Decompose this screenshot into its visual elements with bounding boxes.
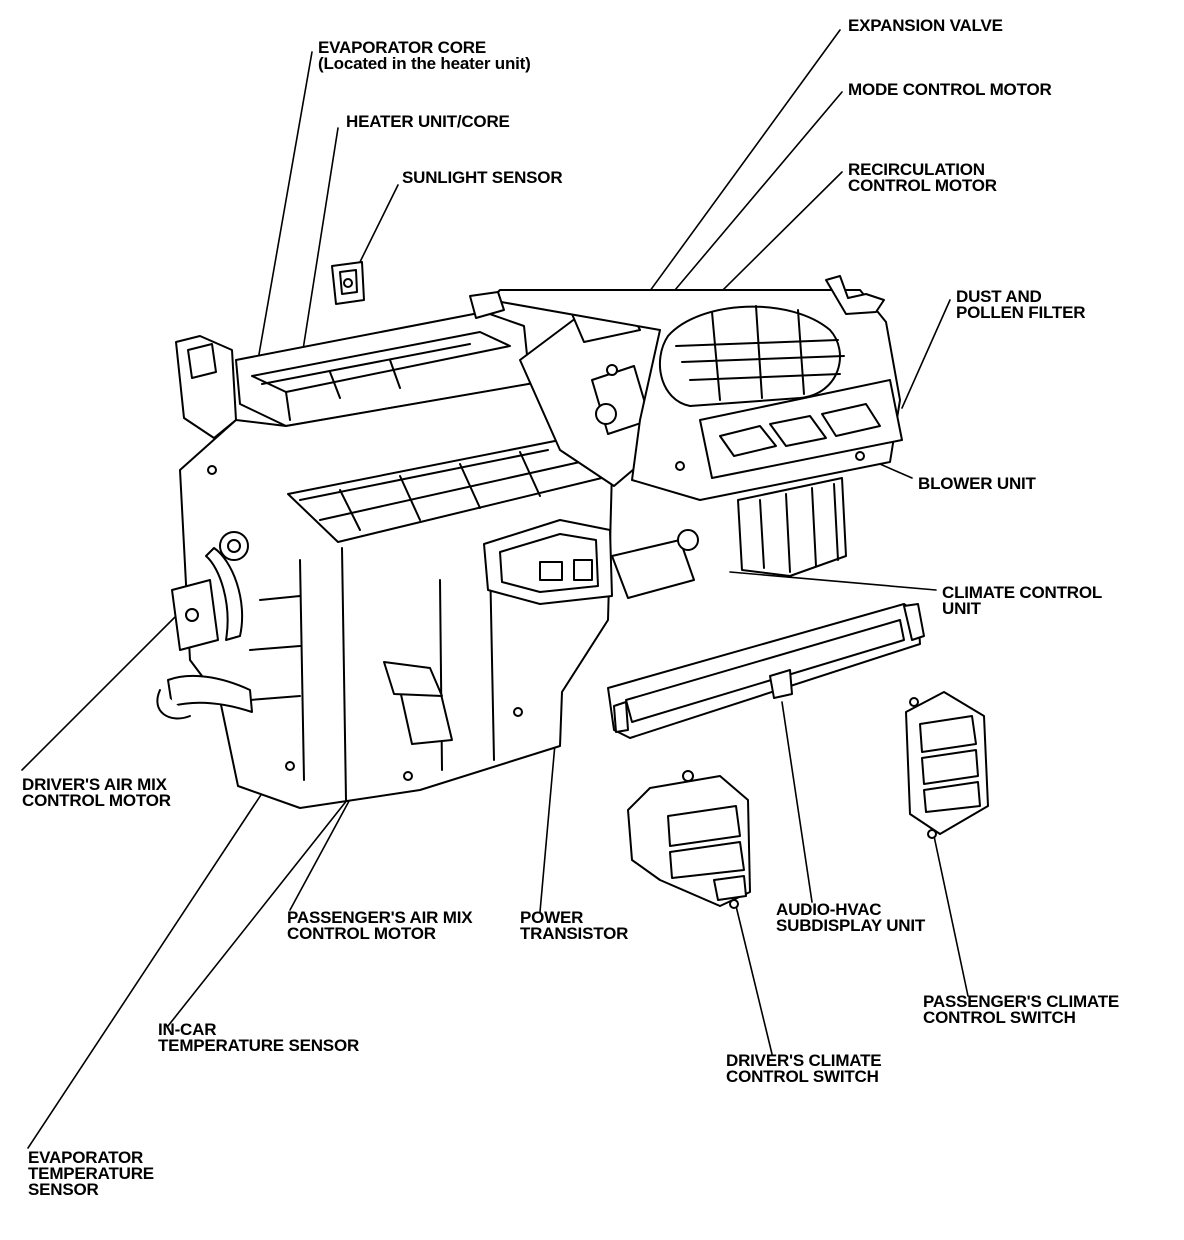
- label-passengers-air-mix-motor: PASSENGER'S AIR MIX CONTROL MOTOR: [287, 908, 473, 943]
- label-blower-unit: BLOWER UNIT: [918, 474, 1036, 493]
- drivers-climate-switch-drawing: [627, 770, 751, 909]
- label-evaporator-core: EVAPORATOR CORE (Located in the heater u…: [318, 38, 531, 73]
- leader-audio-hvac: [781, 701, 813, 903]
- label-drivers-climate-switch: DRIVER'S CLIMATE CONTROL SWITCH: [726, 1051, 882, 1086]
- label-mode-control-motor: MODE CONTROL MOTOR: [848, 80, 1052, 99]
- label-evaporator-temperature-sensor: EVAPORATOR TEMPERATURE SENSOR: [28, 1148, 154, 1199]
- leader-climate-control-unit: [729, 571, 937, 591]
- audio-hvac-subdisplay-drawing: [607, 603, 925, 739]
- label-expansion-valve: EXPANSION VALVE: [848, 16, 1003, 35]
- label-dust-pollen-filter: DUST AND POLLEN FILTER: [956, 287, 1086, 322]
- leader-evaporator-core: [257, 51, 313, 361]
- label-power-transistor: POWER TRANSISTOR: [520, 908, 629, 943]
- label-drivers-air-mix-motor: DRIVER'S AIR MIX CONTROL MOTOR: [22, 775, 171, 810]
- sunlight-sensor-drawing: [331, 261, 365, 305]
- leader-drivers-air-mix: [21, 609, 183, 771]
- leader-heater-unit: [301, 127, 339, 357]
- label-recirculation-control-motor: RECIRCULATION CONTROL MOTOR: [848, 160, 997, 195]
- control-unit-drawing: [483, 519, 695, 605]
- heater-unit-drawing: [156, 311, 613, 809]
- leader-passengers-switch: [933, 835, 969, 997]
- label-climate-control-unit: CLIMATE CONTROL UNIT: [942, 583, 1103, 618]
- blower-unit-drawing: [469, 275, 903, 577]
- label-passengers-climate-switch: PASSENGER'S CLIMATE CONTROL SWITCH: [923, 992, 1120, 1027]
- label-heater-unit-core: HEATER UNIT/CORE: [346, 112, 510, 131]
- leader-sunlight-sensor: [357, 184, 399, 267]
- label-audio-hvac-subdisplay: AUDIO-HVAC SUBDISPLAY UNIT: [776, 900, 926, 935]
- label-in-car-temperature-sensor: IN-CAR TEMPERATURE SENSOR: [158, 1020, 360, 1055]
- passengers-climate-switch-drawing: [905, 691, 989, 839]
- leader-drivers-switch: [735, 905, 773, 1055]
- leader-dust-filter: [901, 299, 951, 409]
- label-sunlight-sensor: SUNLIGHT SENSOR: [402, 168, 563, 187]
